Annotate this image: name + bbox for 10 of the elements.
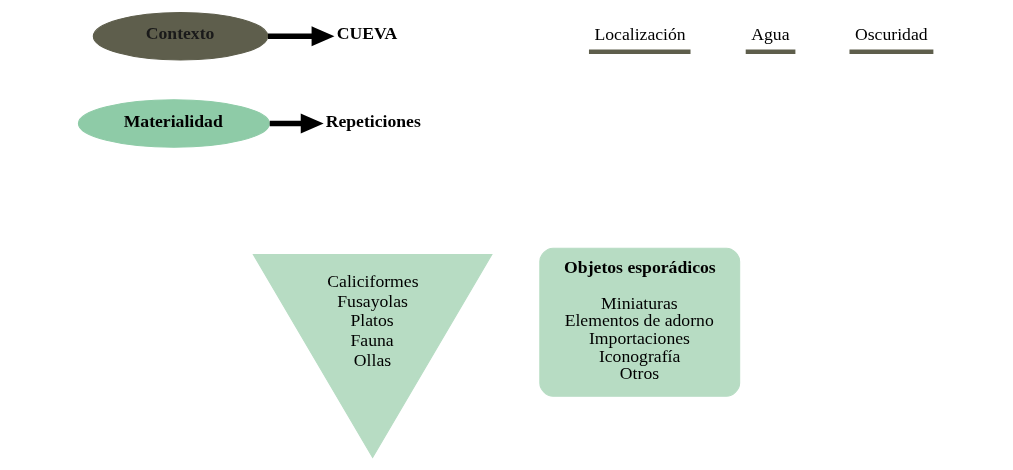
- node-ellipse: Materialidad: [77, 99, 270, 148]
- node-box: Objetos esporádicos Miniaturas Elementos de adorno Importaciones Iconografía Otros: [538, 247, 740, 397]
- node-text: Repeticiones: [325, 110, 421, 131]
- label: Agua: [750, 24, 789, 45]
- label: Localización: [593, 24, 686, 45]
- node-ellipse: Contexto: [92, 12, 268, 61]
- arrow: [269, 113, 324, 134]
- node-text: CUEVA: [336, 23, 397, 44]
- label: Oscuridad: [854, 24, 928, 45]
- arrow: [267, 26, 334, 47]
